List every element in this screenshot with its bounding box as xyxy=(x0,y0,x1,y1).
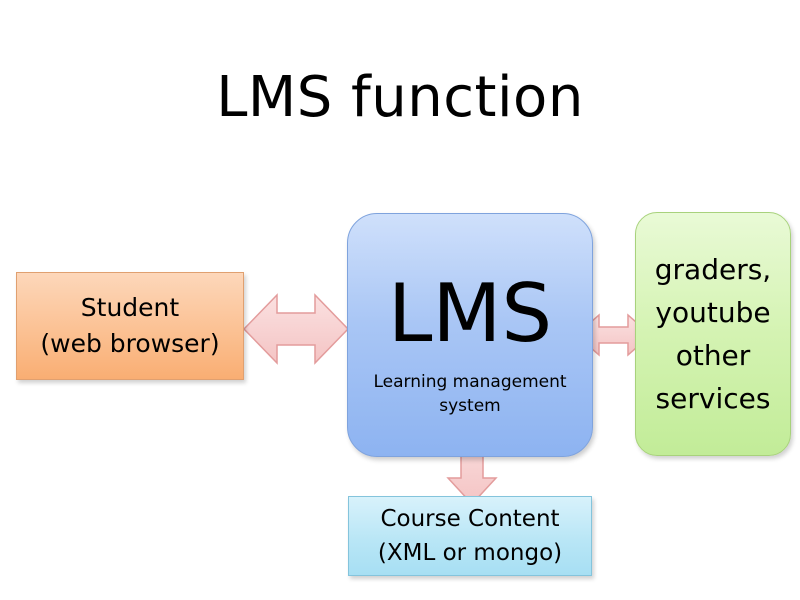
arrow-student-lms xyxy=(242,293,350,365)
graders-line3: other xyxy=(675,339,751,372)
course-content-node: Course Content (XML or mongo) xyxy=(348,496,592,576)
lms-sublabel-line1: Learning management xyxy=(373,372,567,392)
lms-label: LMS xyxy=(387,267,553,360)
student-label: Student xyxy=(80,293,180,322)
graders-line2: youtube xyxy=(655,296,771,329)
course-sublabel: (XML or mongo) xyxy=(377,540,563,566)
diagram-title: LMS function xyxy=(216,65,584,130)
student-sublabel: (web browser) xyxy=(40,329,220,358)
lms-sublabel-line2: system xyxy=(439,396,501,416)
student-node: Student (web browser) xyxy=(16,272,244,380)
lms-sublabel: Learning management system xyxy=(373,370,566,418)
graders-line1: graders, xyxy=(654,253,772,286)
course-label: Course Content xyxy=(380,506,560,532)
lms-node: LMS Learning management system xyxy=(347,213,593,457)
graders-node: graders, youtube other services xyxy=(635,212,791,456)
graders-line4: services xyxy=(655,382,771,415)
